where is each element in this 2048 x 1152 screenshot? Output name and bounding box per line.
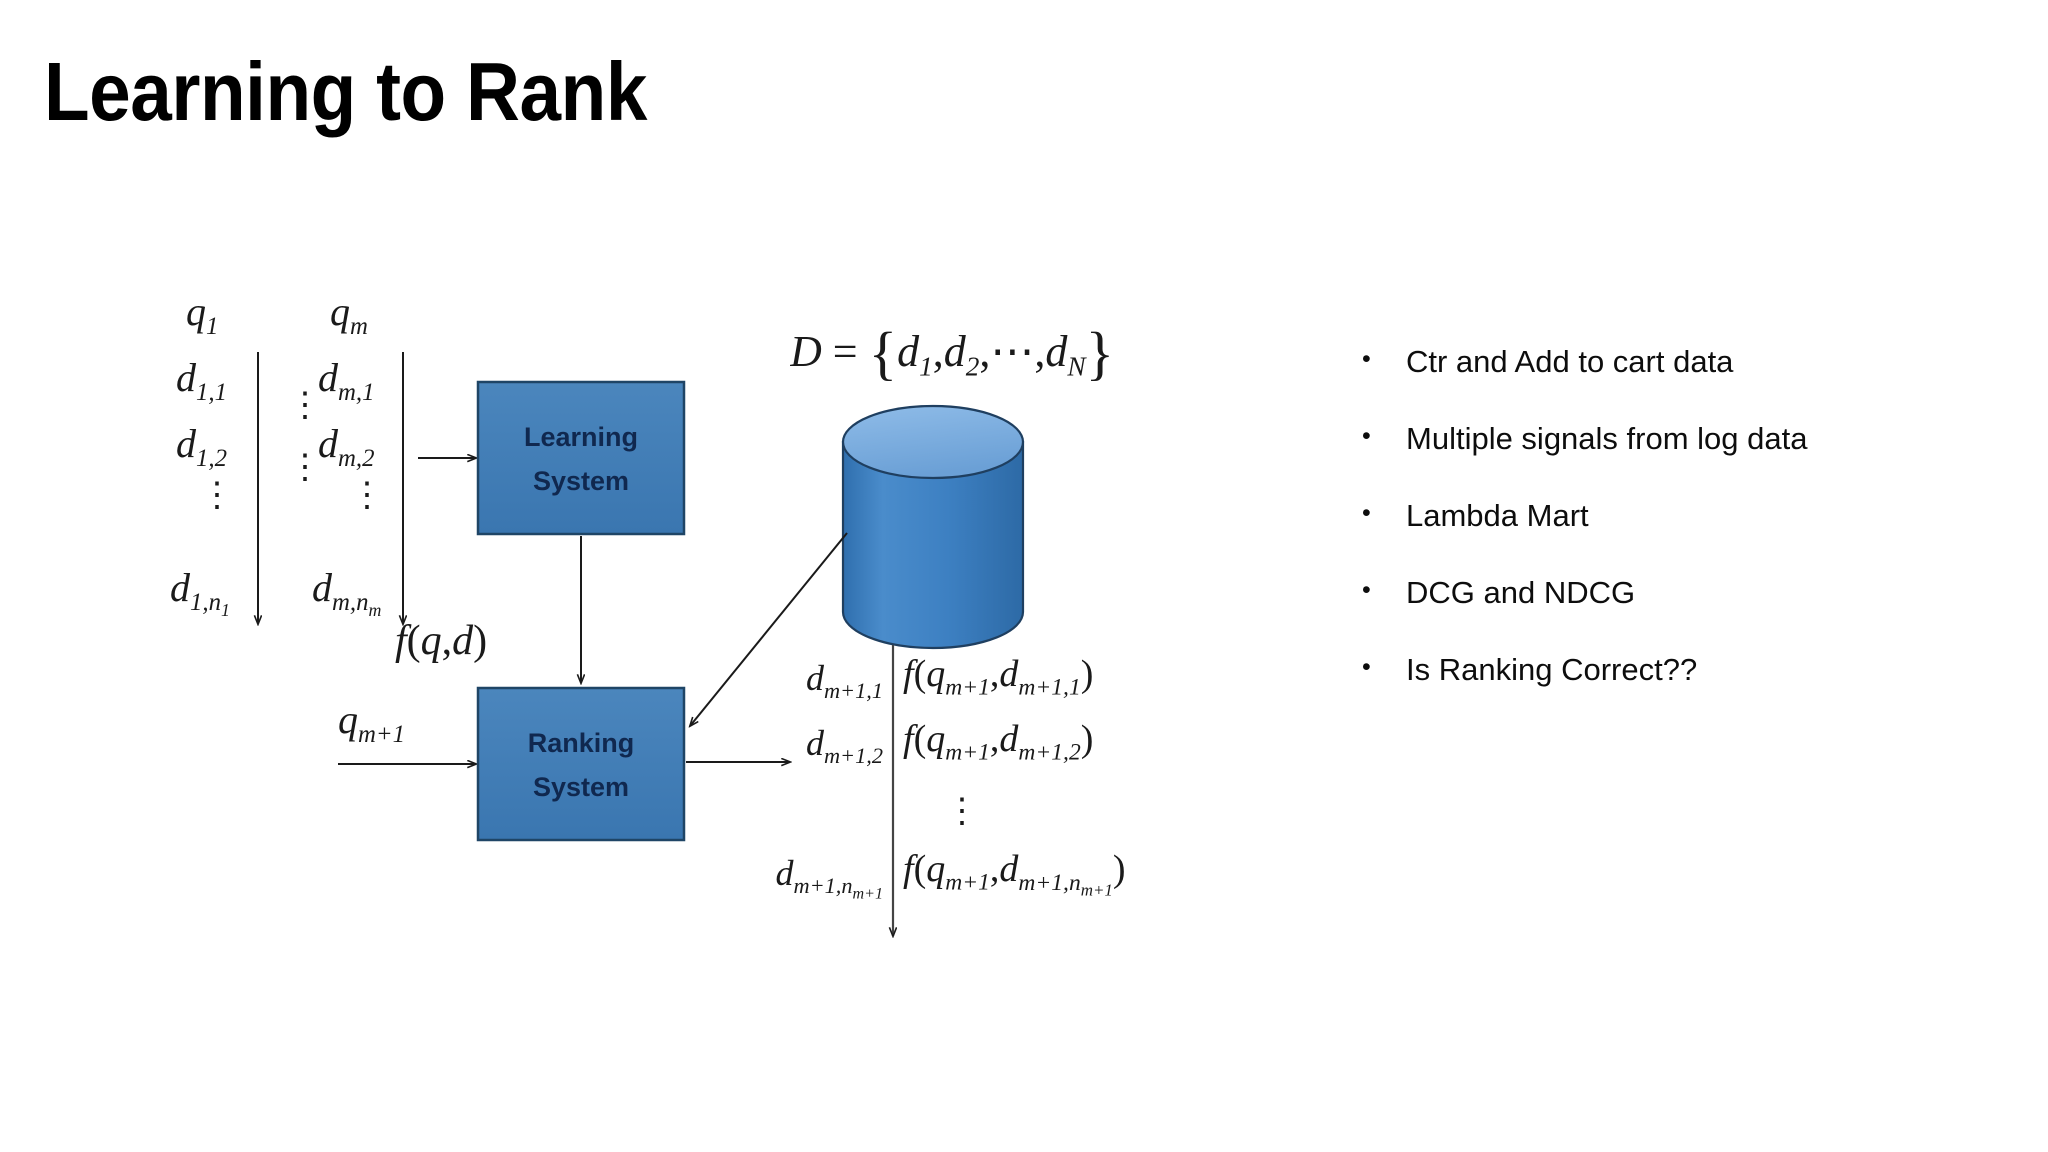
ranked-output-ellipsis: ⋮ [945,793,979,830]
document-collection-formula: D = {d1,d2,⋯,dN} [790,324,1114,383]
training-between-ellipsis-b: ⋮ [288,449,322,486]
page-title: Learning to Rank [44,45,647,138]
training-doc-1-1: d1,1 [176,358,227,405]
ranking-system-box[interactable] [476,686,686,842]
list-item-label: Multiple signals from log data [1406,421,1808,457]
bullet-icon: • [1362,499,1371,528]
ranked-output-doc-2: dm+1,2 [806,725,883,767]
list-item-label: Is Ranking Correct?? [1406,652,1698,688]
document-collection-cylinder[interactable] [841,404,1025,650]
learning-system-label-line2: System [533,466,629,496]
list-item-label: Ctr and Add to cart data [1406,344,1734,379]
list-item: • Lambda Mart [1362,494,2002,538]
test-query-label: qm+1 [338,700,405,747]
learning-system-label-line1: Learning [524,422,638,452]
training-query-1: q1 [186,292,218,339]
list-item-label: DCG and NDCG [1406,575,1636,611]
arrow-collection-to-ranking-system [690,532,848,726]
training-doc-m-2: dm,2 [318,424,375,471]
training-doc-m-1: dm,1 [318,358,375,405]
training-between-ellipsis-a: ⋮ [288,387,322,424]
list-item: • Ctr and Add to cart data [1362,340,2002,384]
ranking-system-label-line2: System [533,772,629,802]
ranked-output-score-1: f(qm+1,dm+1,1) [903,655,1093,699]
training-doc-m-n: dm,nm [312,568,381,619]
bullet-icon: • [1362,422,1371,451]
training-colm-ellipsis: ⋮ [350,477,384,514]
ranked-output-doc-1: dm+1,1 [806,660,883,702]
list-item: • Multiple signals from log data [1362,417,2002,461]
cylinder-body [841,440,1025,650]
scoring-function-label: f(q,d) [395,620,487,662]
ranked-output-doc-n: dm+1,nm+1 [775,855,883,902]
ranked-output-score-2: f(qm+1,dm+1,2) [903,720,1093,764]
bullet-list: • Ctr and Add to cart data • Multiple si… [1362,340,2002,725]
learning-system-box[interactable] [476,380,686,536]
bullet-icon: • [1362,345,1371,373]
cylinder-top [841,404,1025,480]
ranking-system-label-line1: Ranking [528,728,635,758]
list-item: • DCG and NDCG [1362,571,2002,615]
training-doc-1-n: d1,n1 [170,568,230,619]
training-col1-ellipsis: ⋮ [200,477,234,514]
training-doc-1-2: d1,2 [176,424,227,471]
ranked-output-score-n: f(qm+1,dm+1,nm+1) [903,850,1126,898]
list-item: • Is Ranking Correct?? [1362,648,2002,692]
bullet-icon: • [1362,576,1371,605]
training-query-m: qm [330,292,368,339]
list-item-label: Lambda Mart [1406,498,1589,534]
bullet-icon: • [1362,653,1371,682]
